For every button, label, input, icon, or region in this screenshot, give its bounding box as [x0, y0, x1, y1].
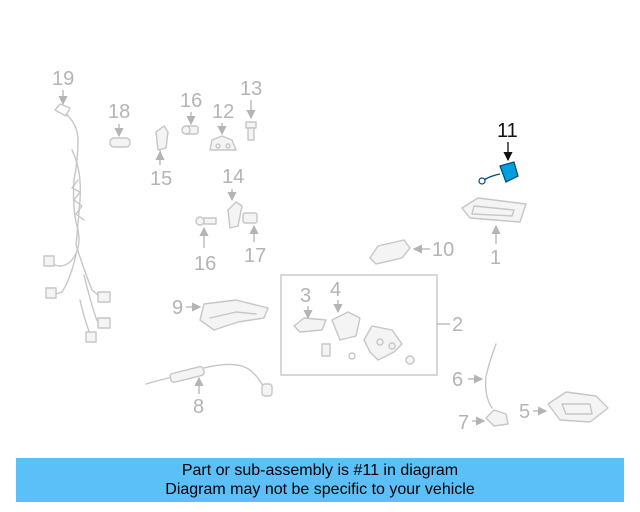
subassembly-2-box — [280, 274, 438, 376]
callout-9: 9 — [172, 297, 183, 319]
callout-16-bottom: 16 — [194, 253, 216, 275]
part-8-cable[interactable] — [145, 363, 273, 397]
part-6-rod[interactable] — [484, 343, 497, 409]
part-15-clip[interactable] — [155, 125, 169, 159]
part-9-trim[interactable] — [199, 299, 269, 331]
part-16-bottom[interactable] — [195, 216, 217, 226]
callout-4: 4 — [330, 279, 341, 301]
callout-2: 2 — [452, 314, 463, 336]
callout-16-top: 16 — [180, 90, 202, 112]
callout-19: 19 — [52, 68, 74, 90]
part-7-knob[interactable] — [485, 409, 509, 427]
callout-1: 1 — [490, 247, 501, 269]
callout-12: 12 — [212, 101, 234, 123]
part-5-handle[interactable] — [547, 391, 609, 423]
part-17-spacer[interactable] — [242, 212, 258, 224]
callout-10: 10 — [432, 239, 454, 261]
part-3-lever[interactable] — [293, 317, 327, 333]
banner-line-1: Part or sub-assembly is #11 in diagram — [181, 462, 459, 479]
part-4-actuator[interactable] — [321, 311, 361, 360]
part-12-bracket[interactable] — [209, 135, 237, 151]
part-1-lamp-housing[interactable] — [461, 197, 527, 223]
callout-18: 18 — [108, 101, 130, 123]
callout-15: 15 — [150, 168, 172, 190]
part-19-wiring-harness[interactable] — [43, 103, 111, 343]
callout-13: 13 — [240, 78, 262, 100]
info-banner: Part or sub-assembly is #11 in diagram D… — [16, 458, 624, 502]
part-10-panel[interactable] — [369, 239, 411, 265]
callout-5: 5 — [519, 401, 530, 423]
part-16-top[interactable] — [181, 125, 199, 135]
part-13-bolt[interactable] — [245, 121, 257, 141]
callout-7: 7 — [458, 412, 469, 434]
banner-line-2: Diagram may not be specific to your vehi… — [165, 481, 475, 498]
part-11-highlighted[interactable] — [478, 161, 519, 185]
callout-6: 6 — [452, 369, 463, 391]
callout-17: 17 — [244, 245, 266, 267]
latch-assembly[interactable] — [363, 325, 415, 365]
part-18[interactable] — [109, 137, 131, 148]
part-14-bracket[interactable] — [227, 201, 243, 229]
callout-11: 11 — [497, 120, 518, 142]
callout-3: 3 — [300, 285, 311, 307]
callout-8: 8 — [193, 396, 204, 418]
callout-14: 14 — [222, 166, 244, 188]
